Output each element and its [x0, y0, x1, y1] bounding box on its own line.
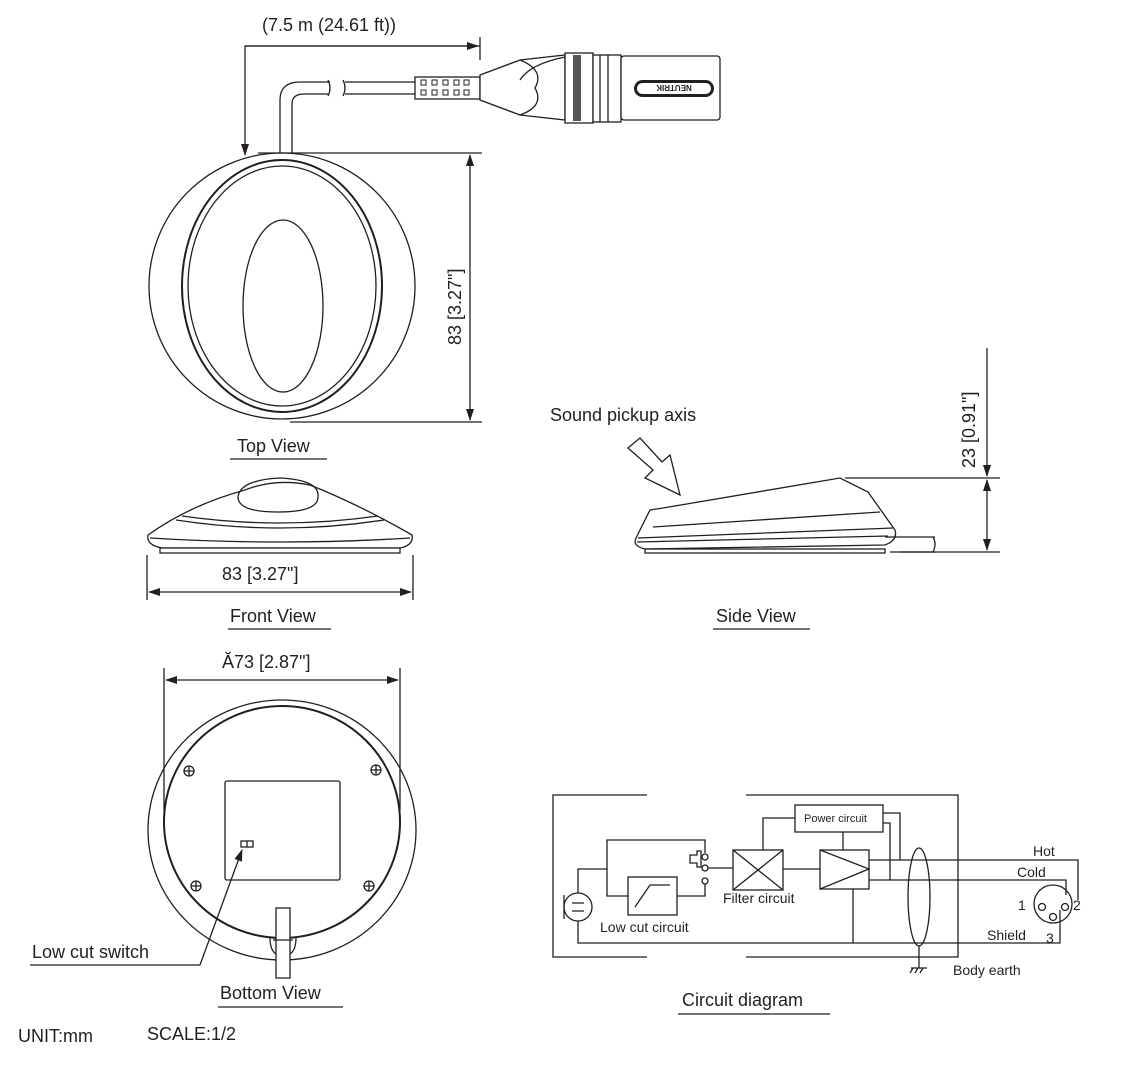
top-view: 83 [3.27"] Top View [148, 152, 482, 460]
side-view: Sound pickup axis 23 [0.91"] Side View [550, 348, 1000, 630]
cold-label: Cold [1017, 864, 1046, 880]
screw-icon [190, 880, 202, 892]
top-view-title: Top View [237, 436, 311, 456]
cable-length-dimension: (7.5 m (24.61 ft)) [241, 15, 481, 156]
cable-length-label: (7.5 m (24.61 ft)) [262, 15, 396, 35]
bottom-view: Ă73 [2.87"] Low cut switch Bottom View [30, 652, 417, 1008]
bottom-diameter-label: Ă73 [2.87"] [222, 652, 310, 672]
top-height-label: 83 [3.27"] [445, 269, 465, 345]
body-earth-label: Body earth [953, 962, 1021, 978]
amplifier-icon [819, 849, 870, 890]
cable-and-xlr-connector: NEUTRIK [279, 52, 721, 153]
xlr-pin-icon [1033, 884, 1073, 924]
screw-icon [370, 764, 382, 776]
screw-icon [183, 765, 195, 777]
filter-circuit-label: Filter circuit [723, 890, 795, 906]
front-width-label: 83 [3.27"] [222, 564, 298, 584]
low-cut-circuit-label: Low cut circuit [600, 919, 689, 935]
side-view-title: Side View [716, 606, 797, 626]
scale-label: SCALE:1/2 [147, 1024, 236, 1044]
circuit-diagram: Power circuit Filter circuit Low cut cir… [552, 794, 1081, 1015]
connector-brand-logo: NEUTRIK [656, 83, 692, 92]
screw-icon [363, 880, 375, 892]
shield-label: Shield [987, 927, 1026, 943]
sound-pickup-arrow-icon [627, 437, 681, 497]
circuit-diagram-title: Circuit diagram [682, 990, 803, 1010]
microphone-capsule-icon [563, 892, 593, 922]
pin1-label: 1 [1018, 897, 1026, 913]
bottom-view-title: Bottom View [220, 983, 322, 1003]
front-view-title: Front View [230, 606, 317, 626]
ground-icon [909, 946, 927, 974]
sound-pickup-axis-label: Sound pickup axis [550, 405, 696, 425]
low-cut-circuit-box [627, 876, 678, 916]
low-cut-switch-label: Low cut switch [32, 942, 149, 962]
front-view: 83 [3.27"] Front View [146, 477, 414, 630]
pin3-label: 3 [1046, 930, 1054, 946]
cable-shield-icon [907, 847, 931, 947]
side-height-label: 23 [0.91"] [959, 392, 979, 468]
filter-circuit-box [732, 849, 784, 891]
unit-label: UNIT:mm [18, 1026, 93, 1046]
hot-label: Hot [1033, 843, 1055, 859]
power-circuit-label: Power circuit [804, 813, 867, 825]
pin2-label: 2 [1073, 897, 1081, 913]
